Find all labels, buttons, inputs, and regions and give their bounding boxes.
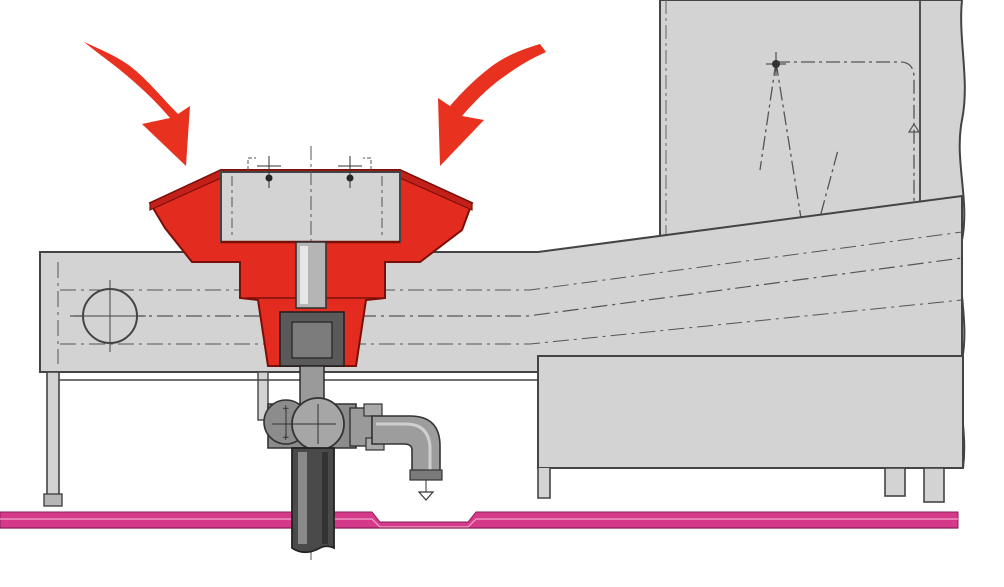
drain-elbow xyxy=(349,403,443,481)
linkage-arrow xyxy=(907,122,921,133)
shaft-lower xyxy=(291,447,335,554)
linkage-path xyxy=(759,61,915,265)
conveyor-belt-top xyxy=(60,231,963,291)
cabinet-body xyxy=(537,355,964,469)
svg-text:+: + xyxy=(282,404,290,414)
support-legs xyxy=(43,371,538,507)
drain-ground-icon xyxy=(417,480,435,501)
cabinet-foot-right-far xyxy=(923,467,945,503)
cabinet-leg-left xyxy=(537,468,551,499)
leg-left-inner xyxy=(257,371,269,421)
right-input-arrow-icon xyxy=(438,44,546,166)
valve-body: + + xyxy=(263,397,357,451)
floor-profile xyxy=(0,511,959,529)
lid-bolt-right xyxy=(338,156,372,188)
lid-bolt-left xyxy=(247,156,281,188)
svg-text:+: + xyxy=(282,433,290,443)
cabinet-foot-right xyxy=(884,467,906,497)
conveyor-belt-bottom xyxy=(60,299,963,345)
lower-cabinet xyxy=(537,266,964,503)
leg-left-outer xyxy=(46,371,60,498)
drive-pulley xyxy=(74,280,146,352)
leg-left-foot xyxy=(43,493,63,507)
floor-line xyxy=(0,511,959,529)
central-shaft-assembly: + + xyxy=(263,241,443,554)
pivot-top xyxy=(766,52,786,76)
conveyor-centerline xyxy=(70,257,963,317)
left-input-arrow-icon xyxy=(84,42,190,166)
